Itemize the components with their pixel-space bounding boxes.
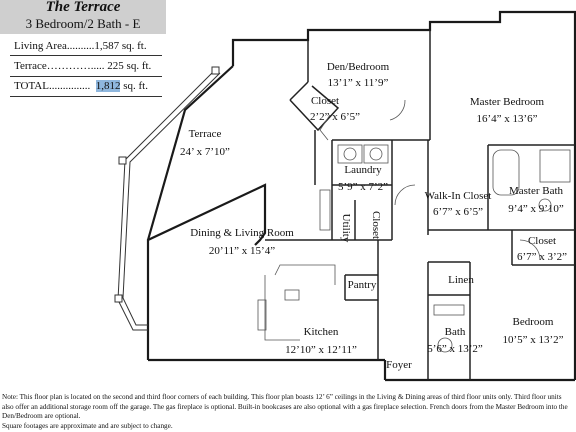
kitchen-size: 12’10” x 12’11” [285,344,357,356]
master-size: 16’4” x 13’6” [476,113,537,125]
total-unit: sq. ft. [120,80,148,92]
terrace-label: Terrace [189,128,222,140]
title-banner [0,0,166,34]
divider [10,55,162,56]
bath-size: 5’6” x 13’2” [427,343,483,355]
den-size: 13’1” x 11’9” [328,77,389,89]
plan-title: The Terrace [45,0,121,15]
terrace-size: 24’ x 7’10” [180,146,230,158]
closet3-size: 6’7” x 3’2” [517,251,567,263]
foyer-label: Foyer [386,359,412,371]
masterbath-size: 9’4” x 9’10” [508,203,564,215]
utility-label: Utility [340,214,352,243]
closet3-label: Closet [528,235,556,247]
dining-size: 20’11” x 15’4” [209,245,275,257]
footnote-disclaimer: Square footages are approximate and are … [2,421,173,430]
laundry-label: Laundry [344,164,382,176]
bedroom-label: Bedroom [513,316,554,328]
room-labels: Den/Bedroom 13’1” x 11’9” Closet 2’2” x … [180,61,567,371]
terrace-area-stat: Terrace…………..... 225 sq. ft. [14,60,152,72]
linen-label: Linen [448,274,474,286]
interior-walls [265,30,575,380]
pantry-label: Pantry [348,279,377,291]
master-label: Master Bedroom [470,96,545,108]
laundry-size: 5’9” x 7’2” [338,181,388,193]
bedroom-size: 10’5” x 13’2” [502,334,563,346]
exterior-walls [146,10,576,382]
total-label: TOTAL............... [14,80,96,92]
bath-label: Bath [445,326,466,338]
plan-subtitle: 3 Bedroom/2 Bath - E [25,16,141,31]
masterbath-label: Master Bath [509,185,564,197]
total-area-stat: TOTAL............... 1,812 sq. ft. [14,80,148,92]
closet1-size: 2’2” x 6’5” [310,111,360,123]
walkin-size: 6’7” x 6’5” [433,206,483,218]
footnote: Note: This floor plan is located on the … [2,393,574,431]
terrace-railing [114,66,221,331]
closet2-label: Closet [370,211,382,239]
den-label: Den/Bedroom [327,61,390,73]
footnote-text: Note: This floor plan is located on the … [2,393,568,420]
divider [10,76,162,77]
living-area-stat: Living Area..........1,587 sq. ft. [14,40,147,52]
walkin-label: Walk-In Closet [425,190,492,202]
dining-label: Dining & Living Room [190,227,294,239]
divider [10,96,162,97]
fixtures [257,99,571,353]
total-value: 1,812 [95,80,121,92]
closet1-label: Closet [311,95,339,107]
kitchen-label: Kitchen [304,326,339,338]
